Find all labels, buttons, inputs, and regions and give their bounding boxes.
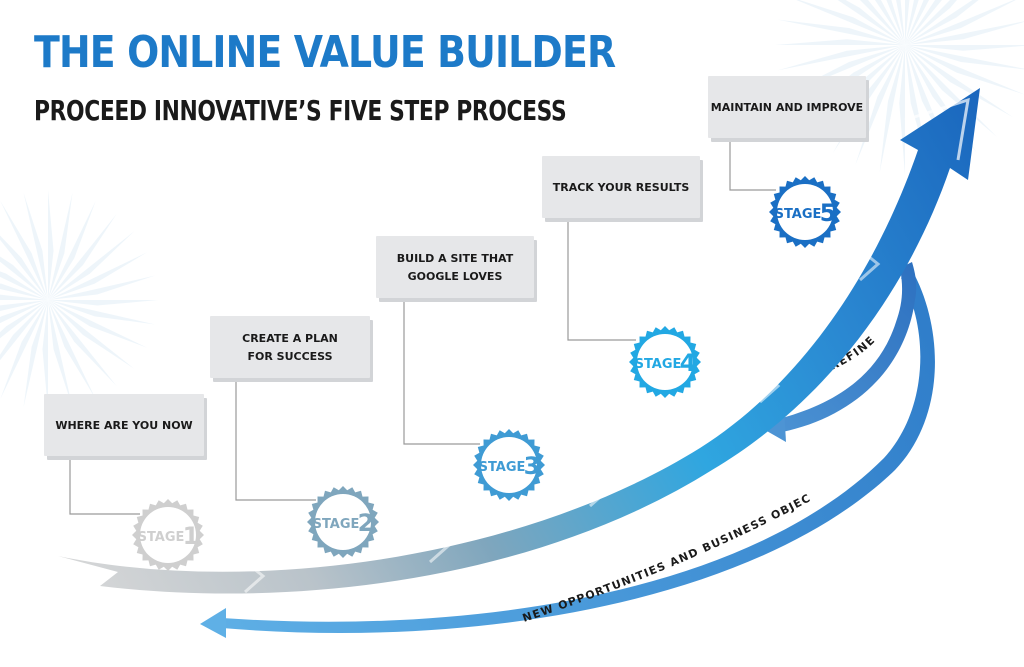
stage-2-word: STAGE [313, 517, 360, 532]
stage-1-word: STAGE [138, 530, 185, 545]
stage-2-number: 2 [358, 509, 375, 537]
stage-3-label-line: GOOGLE LOVES [408, 270, 503, 283]
stage-5-label-line: MAINTAIN AND IMPROVE [711, 101, 863, 114]
stage-connectors [69, 138, 776, 515]
page-title: THE ONLINE VALUE BUILDER [34, 27, 616, 78]
stage-5-box: MAINTAIN AND IMPROVE [708, 76, 869, 142]
page-subtitle: PROCEED INNOVATIVE’S FIVE STEP PROCESS [34, 94, 567, 127]
stage-boxes: WHERE ARE YOU NOW CREATE A PLAN FOR SUCCES… [44, 76, 869, 460]
decorative-starburst-left [0, 190, 158, 410]
new-opportunities-label: NEW OPPORTUNITIES AND BUSINESS OBJECTIVE… [0, 0, 812, 625]
stage-1-number: 1 [183, 522, 200, 550]
stage-1-label-line: WHERE ARE YOU NOW [55, 419, 192, 432]
stage-1-connector [69, 456, 140, 515]
stage-2-box: CREATE A PLAN FOR SUCCESS [210, 316, 373, 382]
stage-3-word: STAGE [479, 460, 526, 475]
stage-3-label-line: BUILD A SITE THAT [397, 252, 514, 265]
stage-3-number: 3 [524, 452, 541, 480]
stage-1-box: WHERE ARE YOU NOW [44, 394, 207, 460]
stage-4-number: 4 [680, 349, 697, 377]
stage-5-number: 5 [820, 199, 837, 227]
stage-4-box: TRACK YOUR RESULTS [542, 156, 703, 222]
stage-4-word: STAGE [635, 357, 682, 372]
stage-2-label-line: FOR SUCCESS [247, 350, 332, 363]
stage-2-label-line: CREATE A PLAN [242, 332, 338, 345]
stage-3-connector [403, 298, 480, 445]
stage-3-box: BUILD A SITE THAT GOOGLE LOVES [376, 236, 537, 302]
new-opportunities-arrowhead [200, 608, 226, 638]
growth-arrow [58, 88, 980, 594]
stage-5-word: STAGE [775, 207, 822, 222]
stage-4-connector [567, 218, 636, 341]
stage-2-connector [235, 378, 316, 501]
stage-5-connector [729, 138, 776, 191]
stage-4-label-line: TRACK YOUR RESULTS [553, 181, 690, 194]
